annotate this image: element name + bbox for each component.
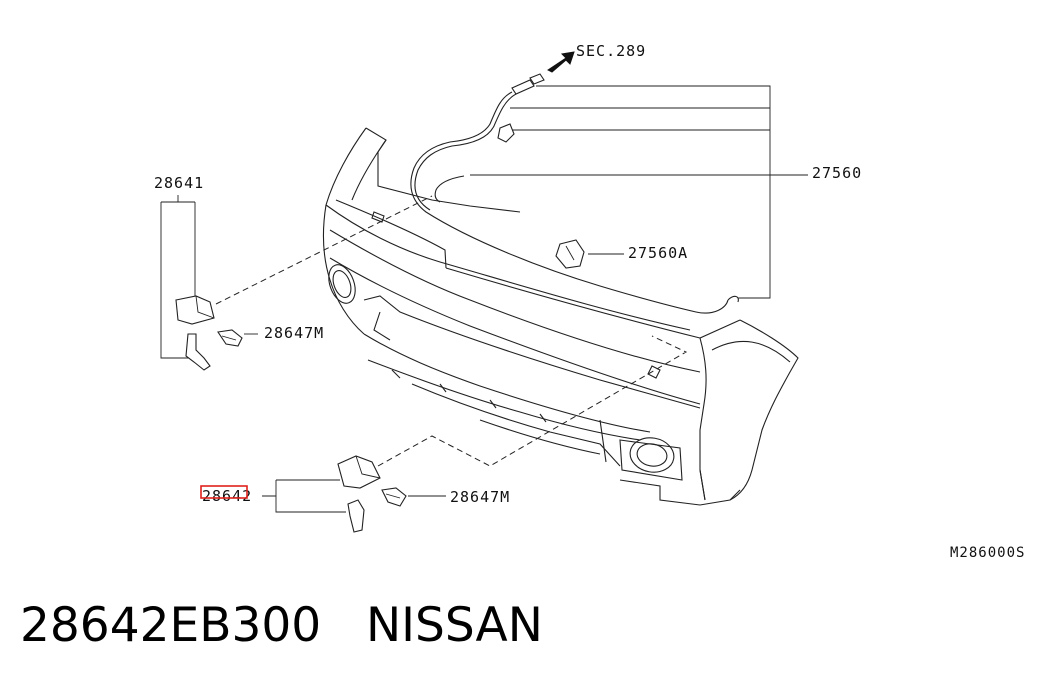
label-28647M-upper: 28647M (264, 324, 324, 342)
label-28641: 28641 (154, 174, 204, 192)
label-27560: 27560 (812, 164, 862, 182)
label-sec-289: SEC.289 (576, 42, 646, 60)
highlight-box (200, 485, 248, 499)
diagram-code: M286000S (950, 545, 1025, 561)
label-27560A: 27560A (628, 244, 688, 262)
part-number: 28642EB300 (20, 598, 322, 653)
sec-arrow (547, 51, 575, 73)
clip-27560A-drawing (555, 239, 585, 269)
brand-name: NISSAN (366, 598, 543, 653)
upper-bracket-group (160, 195, 433, 371)
front-bumper-drawing (322, 127, 799, 506)
washer-hose (410, 73, 739, 314)
caption: 28642EB300 NISSAN (20, 598, 543, 653)
label-28647M-lower: 28647M (450, 488, 510, 506)
lower-bracket-group (262, 335, 688, 533)
label-28642: 28642 (202, 487, 252, 505)
leader-lines-hose (470, 85, 808, 299)
